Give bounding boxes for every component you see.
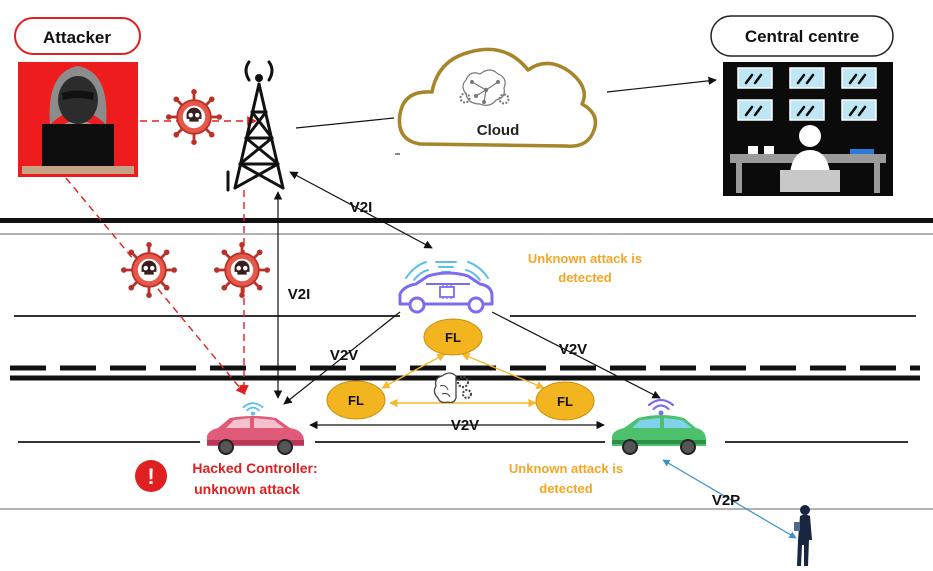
warning-icon: ! bbox=[135, 460, 167, 492]
fl-label-top: FL bbox=[445, 330, 461, 345]
safe-car-icon bbox=[612, 398, 706, 455]
attacker-label-pill bbox=[14, 17, 141, 55]
alert-text-right-line2: detected bbox=[539, 481, 593, 496]
v2i-label-upper: V2I bbox=[350, 199, 373, 216]
pedestrian-icon bbox=[794, 505, 812, 566]
v2p-label: V2P bbox=[712, 492, 740, 509]
road-top-border bbox=[0, 218, 933, 223]
fl-label-right: FL bbox=[557, 394, 573, 409]
hacked-text-line2: unknown attack bbox=[194, 481, 300, 497]
alert-text-top-line1: Unknown attack is bbox=[528, 251, 642, 266]
attacker-label: Attacker bbox=[43, 28, 111, 47]
wifi-icon bbox=[647, 398, 675, 416]
cell-tower-icon bbox=[226, 60, 285, 192]
central-centre-box: Central centre bbox=[710, 15, 894, 57]
v2v-label-left: V2V bbox=[330, 347, 358, 364]
virus-skull-icon bbox=[166, 89, 222, 145]
attacker-box: Attacker bbox=[14, 17, 141, 55]
hacked-text-line1: Hacked Controller: bbox=[192, 460, 317, 476]
connected-car-icon bbox=[398, 261, 494, 314]
ai-brain-gear-icon bbox=[433, 372, 472, 404]
virus-skull-icon bbox=[214, 242, 270, 298]
v2v-link-left bbox=[283, 311, 401, 405]
attack-paths bbox=[65, 116, 257, 395]
hacker-icon bbox=[18, 62, 138, 177]
alert-text-right-line1: Unknown attack is bbox=[509, 461, 623, 476]
attack-path-to-car bbox=[65, 177, 246, 395]
v2p-link bbox=[662, 459, 797, 539]
hacked-car-icon bbox=[207, 402, 304, 455]
cloud-central-link bbox=[606, 76, 717, 93]
fl-node-right: FL bbox=[535, 381, 595, 421]
central-centre-label: Central centre bbox=[745, 27, 859, 46]
cloud-ai-icon bbox=[397, 47, 598, 148]
v2i-label-lower: V2I bbox=[288, 286, 311, 303]
control-room-icon bbox=[723, 62, 893, 196]
tower-cloud-link bbox=[295, 117, 395, 129]
fl-node-top: FL bbox=[423, 318, 483, 356]
fl-node-left: FL bbox=[326, 380, 386, 420]
v2i-link-tower-car bbox=[289, 171, 433, 249]
cloud-label: Cloud bbox=[477, 122, 520, 139]
warning-glyph: ! bbox=[147, 464, 154, 489]
fl-links bbox=[381, 353, 545, 408]
wifi-icon bbox=[242, 402, 264, 416]
central-centre-pill bbox=[710, 15, 894, 57]
alert-text-top-line2: detected bbox=[558, 270, 612, 285]
v2v-label-bottom: V2V bbox=[451, 417, 479, 434]
fl-label-left: FL bbox=[348, 393, 364, 408]
v2v-label-right: V2V bbox=[559, 341, 587, 358]
v2v-link-right bbox=[491, 311, 661, 399]
virus-skull-icon bbox=[121, 242, 177, 298]
